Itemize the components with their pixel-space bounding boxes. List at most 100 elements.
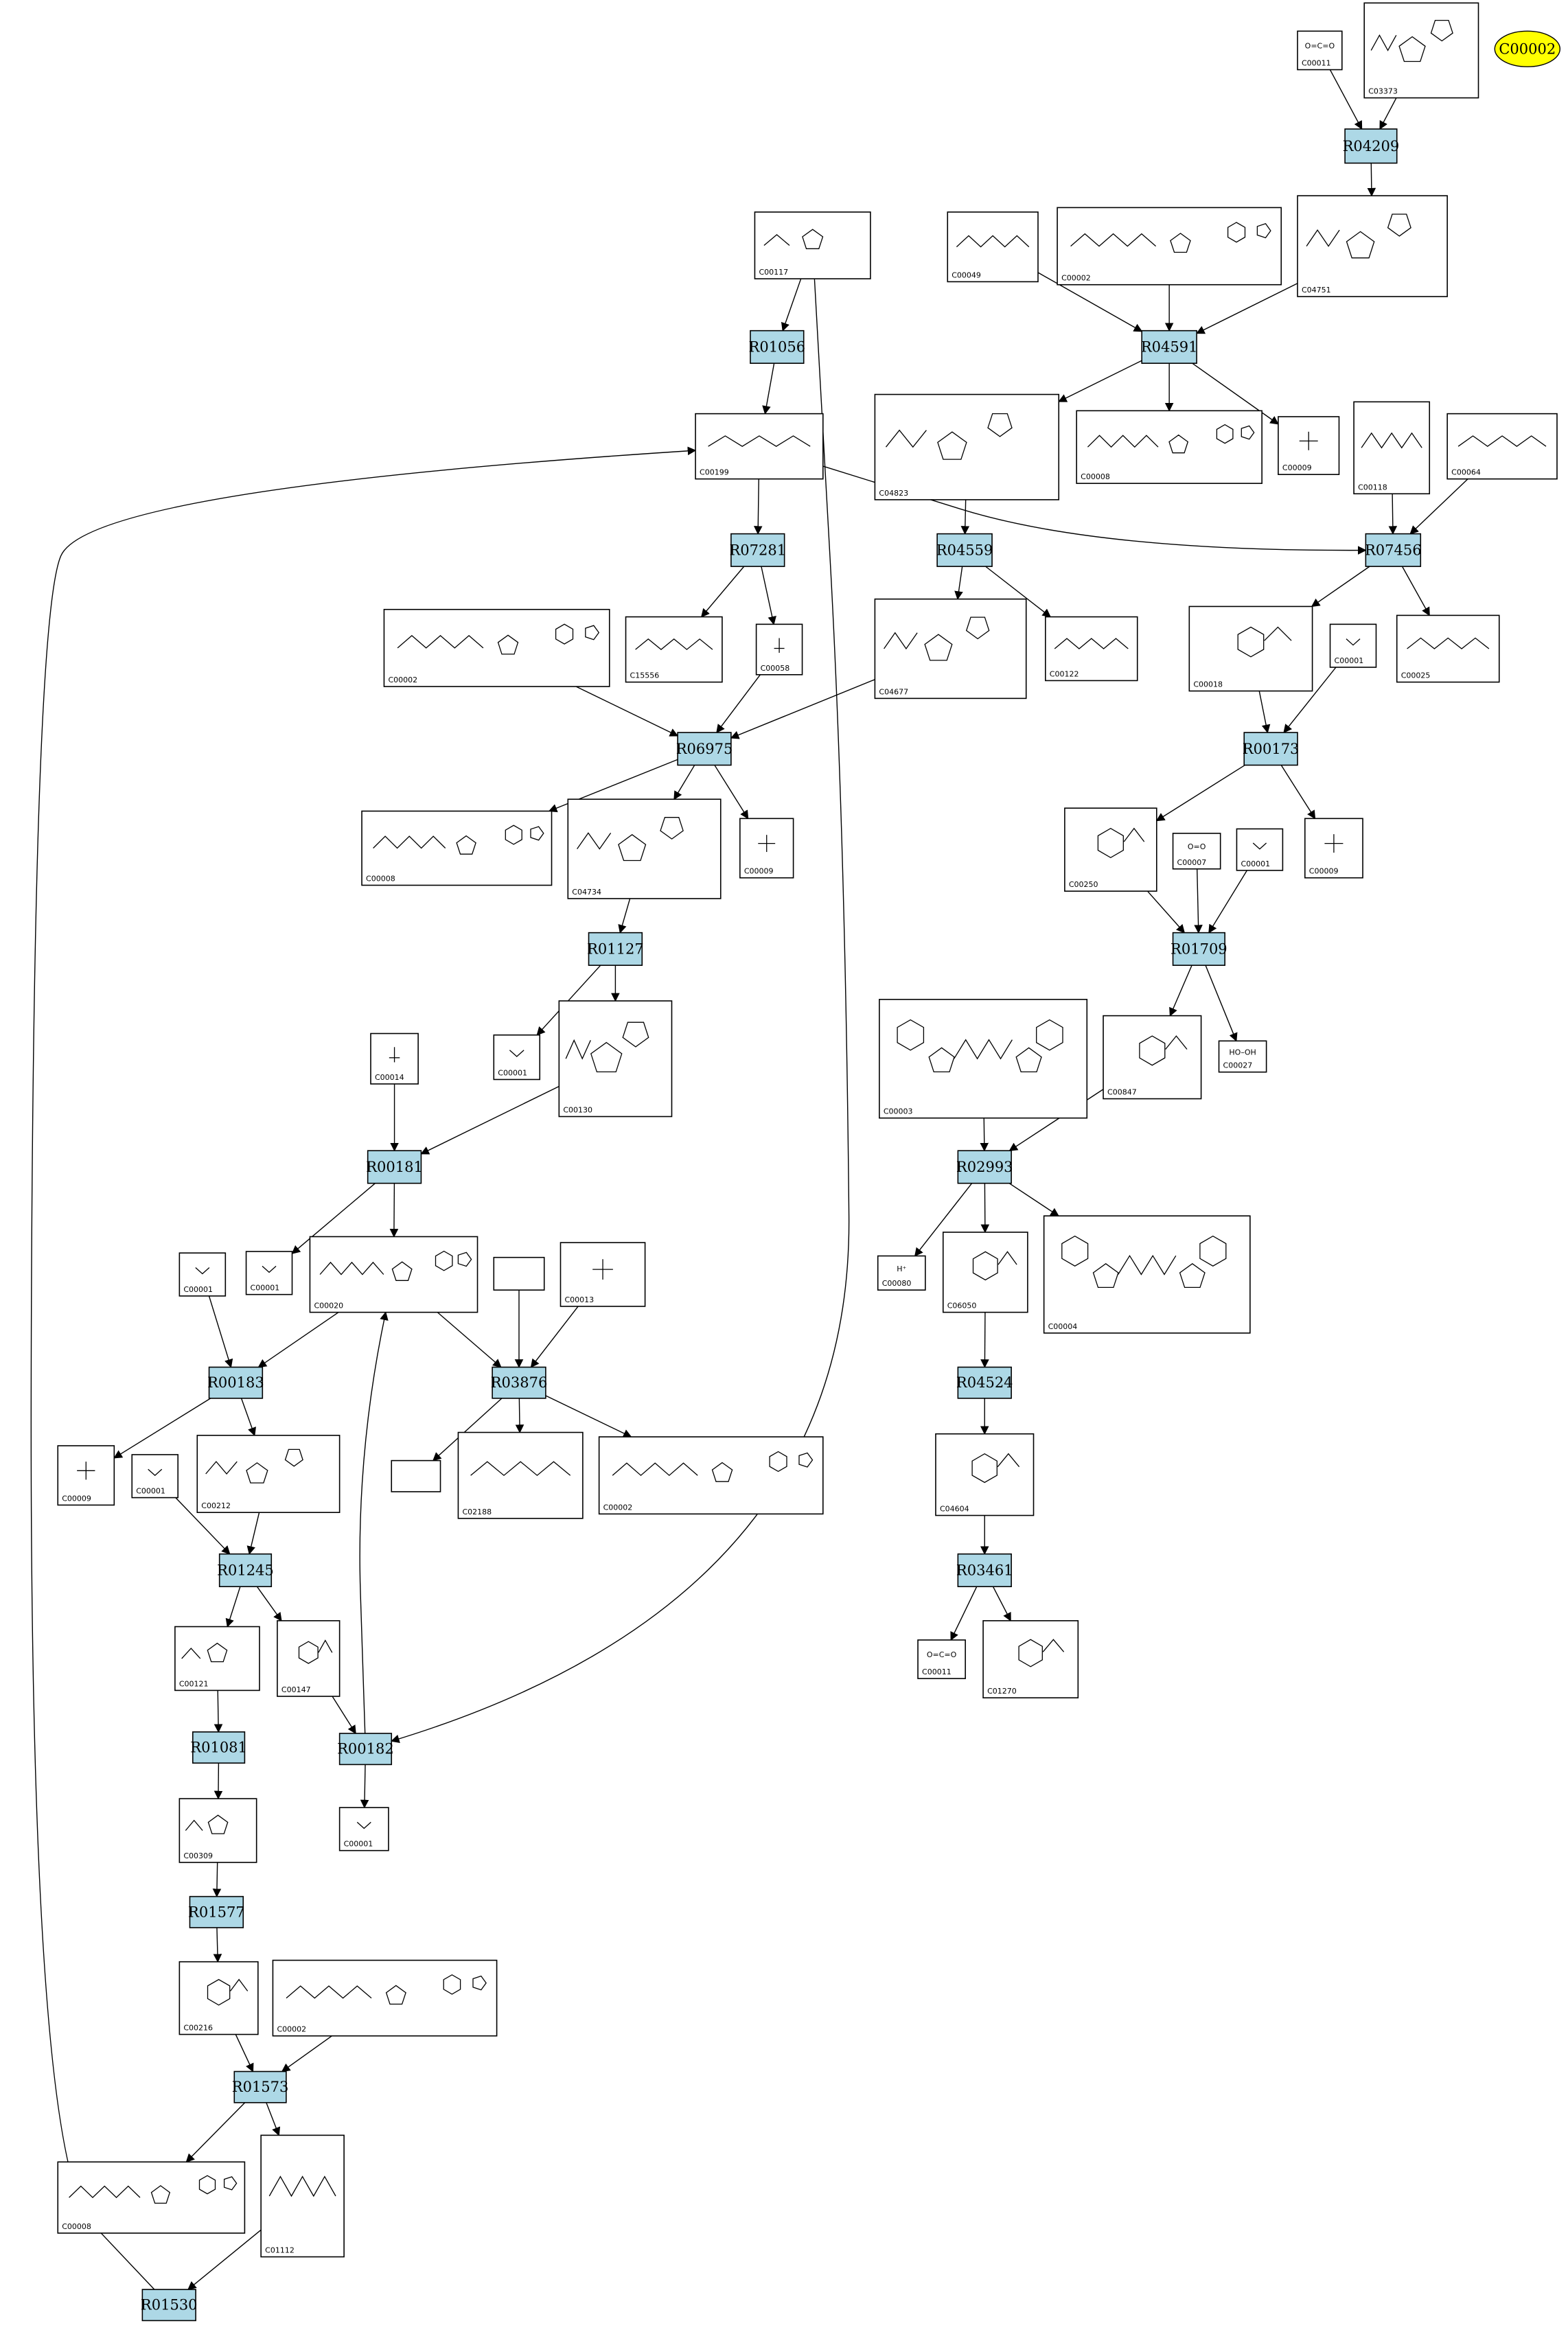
compound-c00009a[interactable]: C00009 [1278, 416, 1340, 476]
edge-r00183-to-c00009d [113, 1398, 211, 1459]
compound-c00001a[interactable]: C00001 [1329, 623, 1377, 668]
compound-c00216[interactable]: C00216 [178, 1961, 259, 2035]
edge-r01573-to-c01112 [266, 2102, 281, 2136]
compound-id-label: C00147 [281, 1685, 311, 1694]
compound-c00001c[interactable]: C00001 [493, 1034, 541, 1081]
compound-c03373[interactable]: C03373 [1363, 2, 1479, 99]
compound-c00117[interactable]: C00117 [754, 211, 871, 279]
compound-c04734[interactable]: C04734 [567, 798, 722, 899]
reaction-r02993[interactable]: R02993 [956, 1150, 1013, 1184]
compound-c06050[interactable]: C06050 [942, 1232, 1028, 1313]
compound-c00122[interactable]: C00122 [1045, 616, 1138, 682]
reaction-r06975[interactable]: R06975 [676, 732, 733, 766]
compound-c04751[interactable]: C04751 [1297, 195, 1448, 297]
compound-c00008c[interactable]: C00008 [57, 2161, 246, 2234]
compound-c01270[interactable]: C01270 [982, 1620, 1079, 1698]
compound-box [879, 999, 1088, 1119]
compound-c00025[interactable]: C00025 [1396, 614, 1500, 683]
compound-c00080[interactable]: H⁺C00080 [877, 1255, 926, 1291]
compound-c00001e[interactable]: C00001 [245, 1251, 293, 1295]
reaction-r07456[interactable]: R07456 [1365, 533, 1422, 567]
reaction-r00181[interactable]: R00181 [366, 1150, 423, 1184]
compound-box [947, 211, 1039, 283]
reaction-id-label: R01573 [232, 2079, 289, 2095]
reaction-r04209[interactable]: R04209 [1343, 128, 1400, 164]
compound-blank1[interactable] [493, 1256, 545, 1291]
edge-c00118-to-r07456 [1388, 494, 1398, 535]
compound-c00147[interactable]: C00147 [277, 1620, 341, 1697]
compound-box [178, 1798, 257, 1863]
compound-c15556[interactable]: C15556 [625, 616, 723, 683]
compound-c00118[interactable]: C00118 [1353, 401, 1431, 495]
compound-c00009c[interactable]: C00009 [1304, 818, 1363, 879]
reaction-r01056[interactable]: R01056 [749, 330, 806, 364]
compound-c04604[interactable]: C04604 [935, 1433, 1035, 1516]
reaction-r07281[interactable]: R07281 [729, 533, 786, 567]
compound-id-label: C00002 [277, 2025, 306, 2034]
compound-c00002c[interactable]: C00002 [598, 1436, 824, 1515]
compound-c00049[interactable]: C00049 [947, 211, 1039, 283]
compound-c00199[interactable]: C00199 [695, 413, 824, 480]
target-compound[interactable]: C00002 [1494, 30, 1561, 67]
water-structure [195, 1267, 210, 1275]
reaction-r04559[interactable]: R04559 [936, 533, 993, 567]
compound-c00058[interactable]: C00058 [755, 623, 803, 676]
compound-c00014[interactable]: C00014 [370, 1032, 419, 1085]
compound-c00009d[interactable]: C00009 [57, 1445, 115, 1506]
compound-c00004[interactable]: C00004 [1043, 1215, 1251, 1334]
compound-c00018[interactable]: C00018 [1188, 605, 1313, 692]
compound-c00001g[interactable]: C00001 [338, 1807, 389, 1851]
reaction-r00173[interactable]: R00173 [1243, 732, 1300, 766]
compound-c00212[interactable]: C00212 [196, 1435, 341, 1513]
compound-c00847[interactable]: C00847 [1103, 1015, 1202, 1100]
reaction-r01081[interactable]: R01081 [190, 1731, 247, 1764]
compound-c00130[interactable]: C00130 [558, 1000, 673, 1118]
compound-c00002a[interactable]: C00002 [1057, 207, 1282, 286]
compound-c00020[interactable]: C00020 [309, 1236, 479, 1313]
reaction-r03876[interactable]: R03876 [491, 1366, 548, 1399]
edge-r01709-to-c00027 [1205, 965, 1238, 1042]
compound-c00002d[interactable]: C00002 [272, 1959, 498, 2037]
reaction-r01127[interactable]: R01127 [587, 932, 644, 966]
reaction-r01245[interactable]: R01245 [217, 1553, 274, 1587]
compound-c00309[interactable]: C00309 [178, 1798, 257, 1863]
compound-c00001b[interactable]: C00001 [1236, 828, 1284, 871]
compound-c00064[interactable]: C00064 [1446, 413, 1558, 480]
compound-c00003[interactable]: C00003 [879, 999, 1088, 1119]
chain-structure [1457, 435, 1547, 447]
reaction-r01530[interactable]: R01530 [141, 2289, 198, 2322]
compound-c04823[interactable]: C04823 [874, 393, 1060, 500]
compound-id-label: C04734 [572, 888, 601, 897]
compound-c01112[interactable]: C01112 [260, 2134, 345, 2258]
reaction-r04524[interactable]: R04524 [956, 1366, 1013, 1399]
compound-c04677[interactable]: C04677 [874, 598, 1027, 700]
reaction-r00182[interactable]: R00182 [337, 1733, 394, 1766]
ring5b-structure [577, 817, 684, 862]
compound-c00250[interactable]: C00250 [1064, 807, 1157, 892]
reaction-r00183[interactable]: R00183 [207, 1366, 264, 1399]
compound-c00008b[interactable]: C00008 [361, 810, 553, 886]
compound-c00013[interactable]: C00013 [560, 1242, 646, 1307]
compound-c00002b[interactable]: C00002 [383, 608, 610, 687]
reaction-r01709[interactable]: R01709 [1171, 932, 1227, 966]
compound-c00001f[interactable]: C00001 [131, 1454, 179, 1499]
water-structure [509, 1050, 524, 1057]
compound-c00121[interactable]: C00121 [174, 1626, 260, 1692]
compound-c02188[interactable]: C02188 [457, 1431, 584, 1519]
reaction-id-label: R03461 [956, 1562, 1013, 1578]
reaction-r04591[interactable]: R04591 [1141, 330, 1198, 364]
compound-c00009b[interactable]: C00009 [739, 818, 794, 879]
compound-id-label: C00309 [183, 1851, 213, 1860]
reaction-r01577[interactable]: R01577 [188, 1895, 245, 1928]
reaction-box [957, 1553, 1012, 1587]
reaction-r03461[interactable]: R03461 [956, 1553, 1013, 1587]
compound-id-label: C04604 [940, 1505, 969, 1514]
reaction-r01573[interactable]: R01573 [232, 2070, 289, 2103]
compound-c00001d[interactable]: C00001 [178, 1252, 227, 1297]
compound-blank2[interactable] [391, 1459, 441, 1492]
compound-c00008a[interactable]: C00008 [1076, 410, 1263, 484]
